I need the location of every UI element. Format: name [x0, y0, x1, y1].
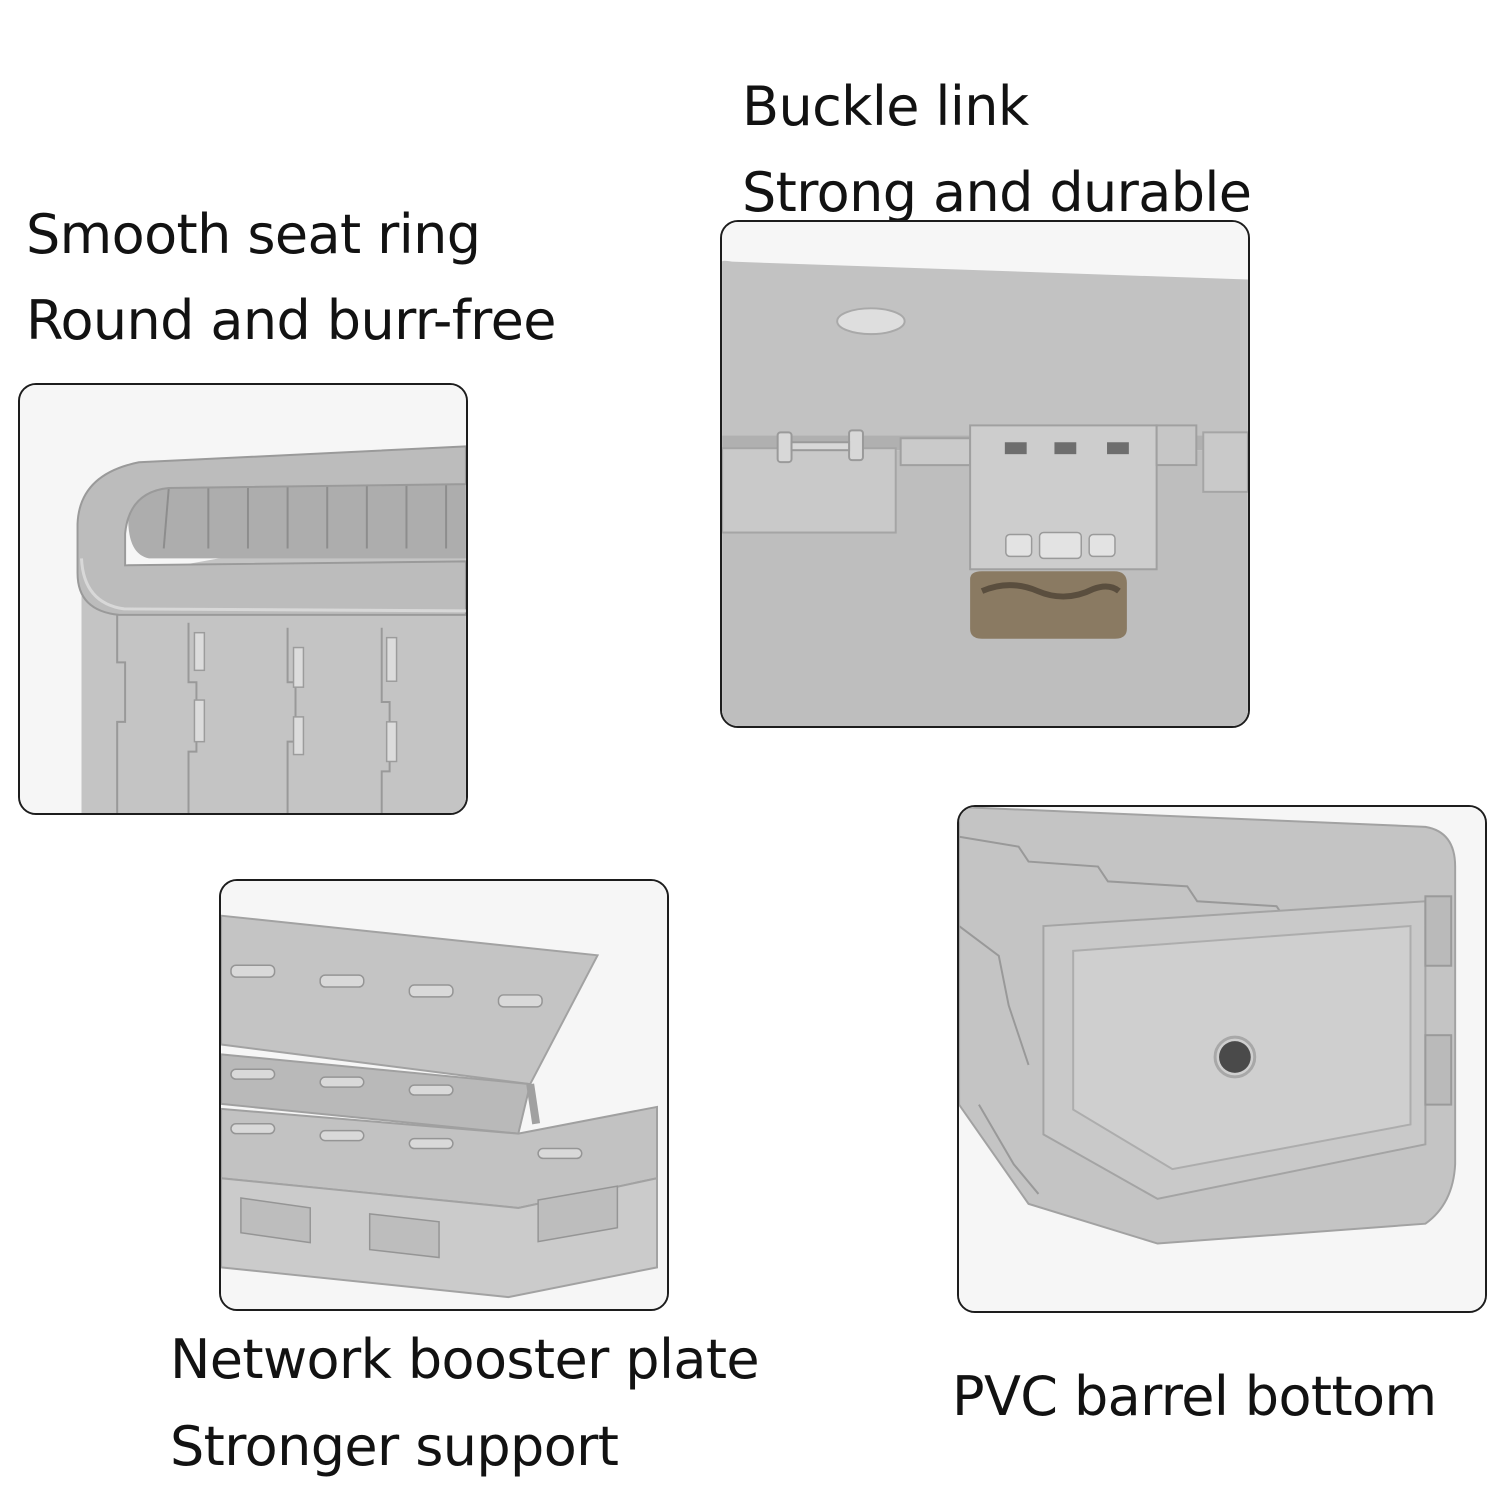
barrel-bottom-photo: [957, 805, 1487, 1313]
seat-ring-subtitle: Round and burr-free: [26, 289, 556, 352]
booster-title: Network booster plate: [170, 1328, 760, 1391]
buckle-illustration: [722, 222, 1248, 726]
handle-opening-icon: [970, 571, 1127, 639]
buckle-title: Buckle link: [742, 75, 1029, 138]
buckle-latch-icon: [899, 424, 1198, 571]
logo-emblem-icon: [836, 307, 906, 336]
barrel-bottom-illustration: [959, 807, 1485, 1311]
booster-subtitle: Stronger support: [170, 1415, 619, 1478]
booster-plate-photo: [219, 879, 669, 1311]
booster-plate-illustration: [221, 881, 667, 1309]
seat-ring-illustration: [20, 385, 466, 813]
drain-hole-icon: [1219, 1041, 1251, 1073]
seat-ring-title: Smooth seat ring: [26, 203, 481, 266]
barrel-bottom-title: PVC barrel bottom: [952, 1365, 1437, 1428]
buckle-subtitle: Strong and durable: [742, 161, 1252, 224]
seat-ring-photo: [18, 383, 468, 815]
buckle-photo: [720, 220, 1250, 728]
